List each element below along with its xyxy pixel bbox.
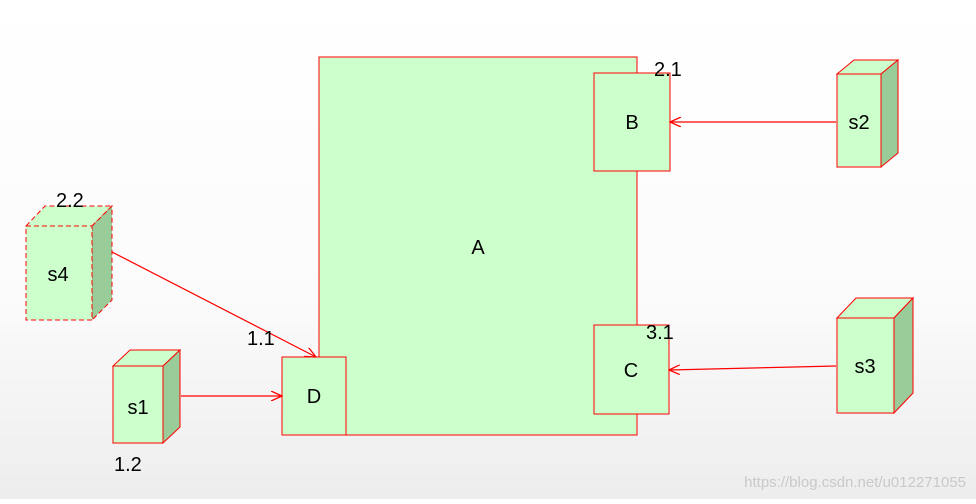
connector-s3-to-c[interactable] [669,366,837,370]
node-s1-label: s1 [127,397,148,419]
annotation-2-2: 2.2 [56,190,84,212]
annotation-2-1: 2.1 [654,59,682,81]
connector-s4-to-d[interactable] [111,251,316,357]
node-s2[interactable] [835,58,900,169]
watermark-text: https://blog.csdn.net/u012271055 [744,474,966,491]
annotation-1-2: 1.2 [114,454,142,476]
node-s2-label: s2 [848,112,869,134]
block-a-label: A [471,237,485,259]
node-s4[interactable] [24,204,114,322]
annotation-1-1: 1.1 [247,328,275,350]
node-s1[interactable] [111,348,182,445]
port-b[interactable] [593,72,671,172]
annotation-3-1: 3.1 [646,322,674,344]
port-b-label: B [625,112,638,134]
block-a[interactable] [318,56,638,436]
node-s4-label: s4 [47,264,68,286]
node-s3-label: s3 [854,356,875,378]
port-d-label: D [307,386,321,408]
port-c-label: C [624,360,638,382]
port-c[interactable] [593,324,670,415]
port-d[interactable] [281,356,347,436]
node-s3[interactable] [835,296,915,415]
